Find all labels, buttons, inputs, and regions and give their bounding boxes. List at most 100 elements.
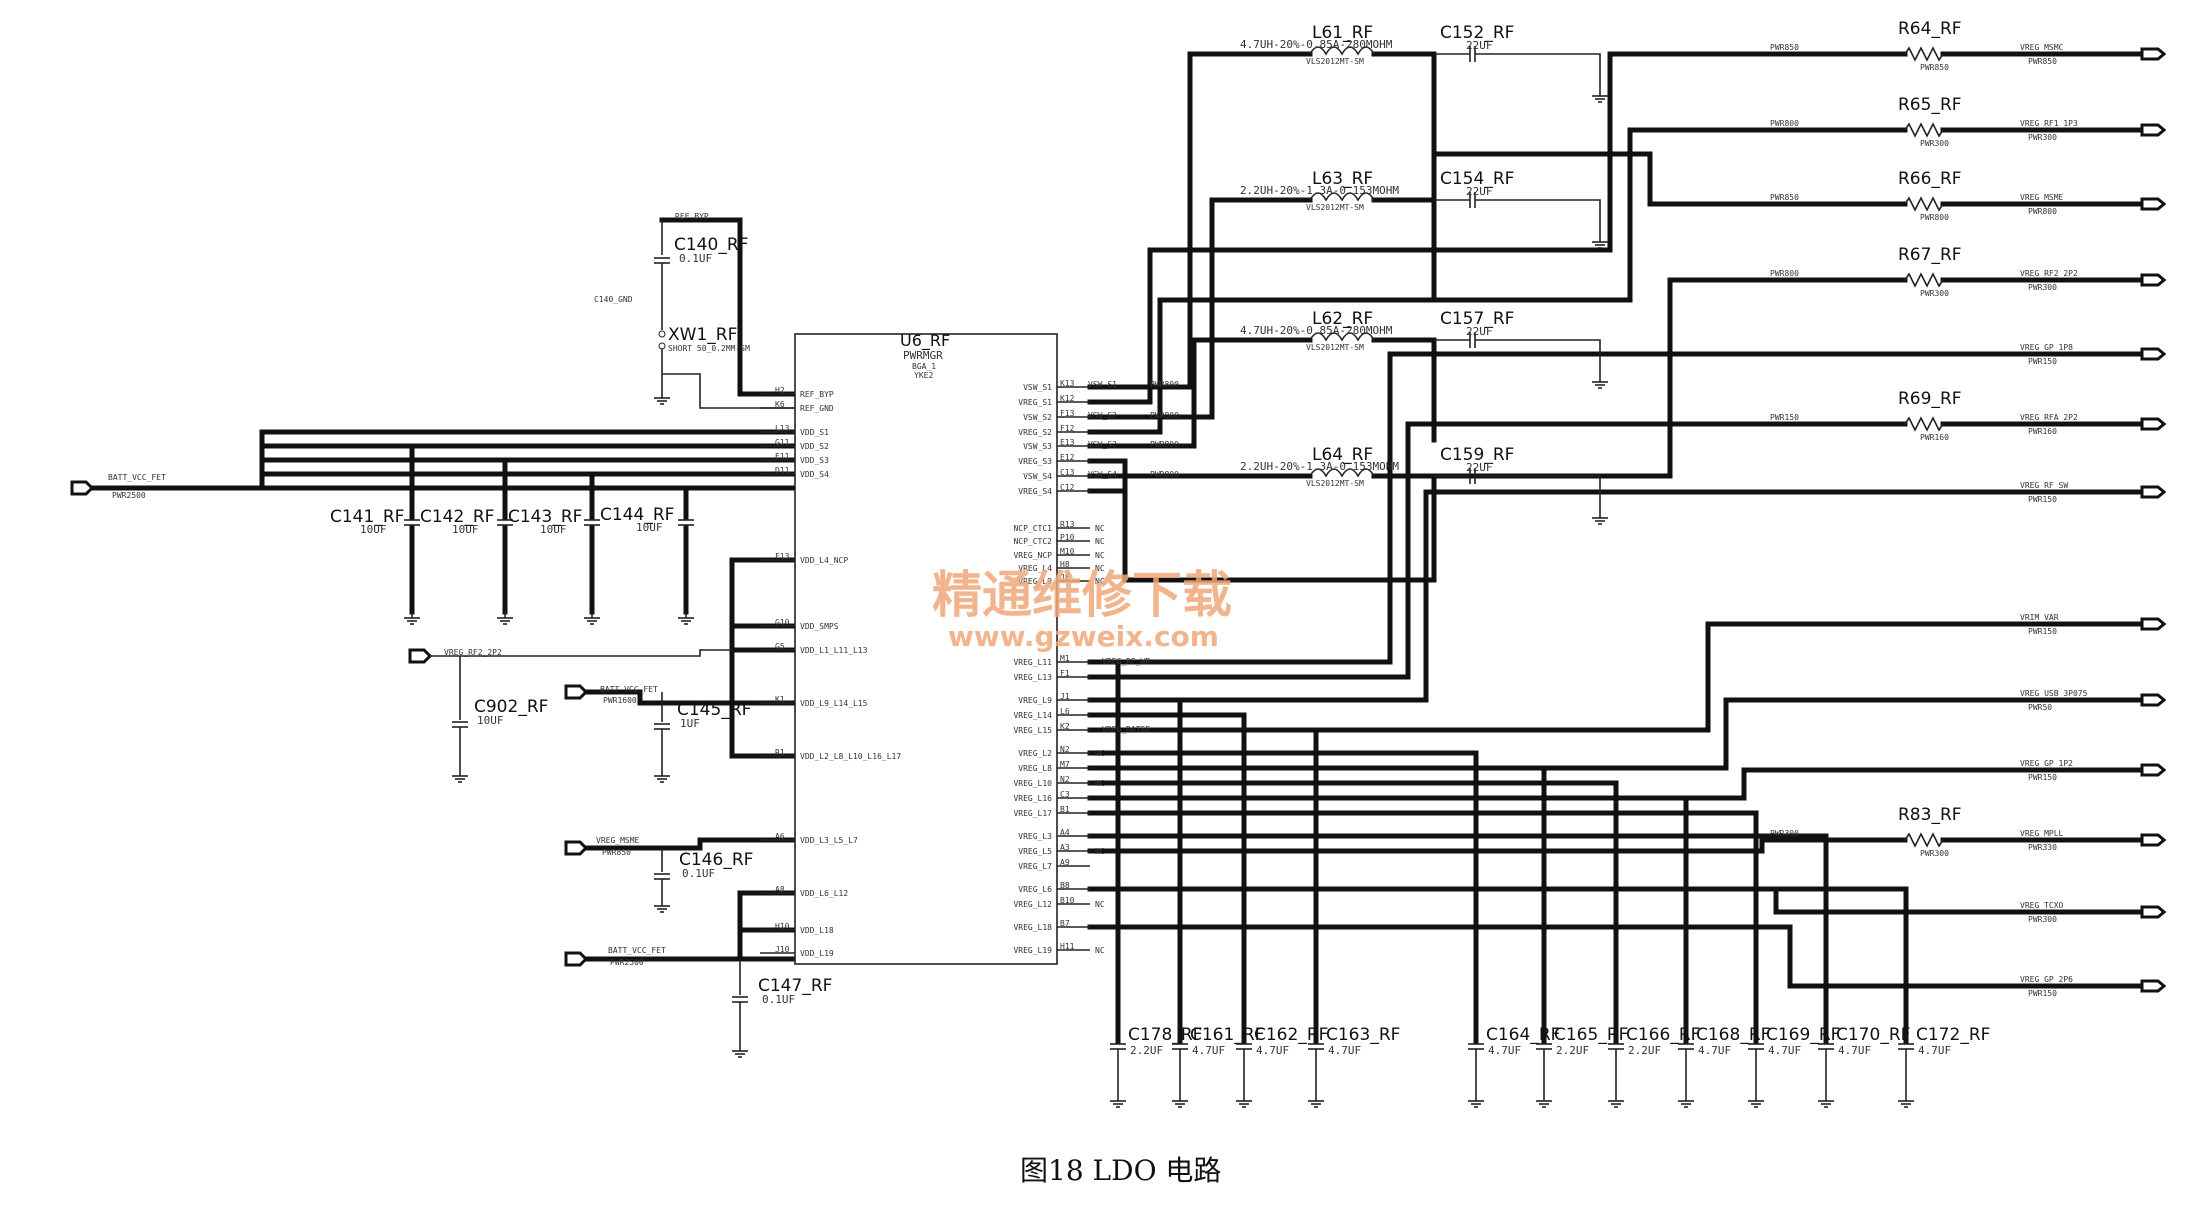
nc-label: NC — [1095, 564, 1105, 573]
ic-left-pin-label: VDD_S3 — [800, 456, 829, 465]
nc-label: NC — [1095, 779, 1105, 788]
ic-left-pin-label: VDD_L1_L11_L13 — [800, 646, 868, 655]
ic-right-pin-label: VREG_L6 — [1018, 885, 1052, 894]
resistor-net-in: PWR150 — [1770, 413, 1799, 422]
ic-left-pin-label: VDD_L19 — [800, 949, 834, 958]
pwr2500-net: PWR2500 — [112, 491, 146, 500]
output-net-name: VREG_MSMC — [2020, 43, 2064, 52]
xw1-terminal — [658, 342, 666, 350]
bottom-cap-value: 4.7UF — [1768, 1044, 1801, 1057]
ic-right-pin-label: VREG_L3 — [1018, 832, 1052, 841]
bottom-cap-symbol — [1172, 1043, 1188, 1050]
output-nets: VREG_MSMCPWR850VREG_RF1_1P3PWR300VREG_MS… — [2020, 43, 2167, 998]
batt-vcc-fet-net-3: BATT_VCC_FET — [608, 946, 666, 955]
ic-right-pin-number: B10 — [1060, 896, 1075, 905]
output-connector — [2140, 417, 2167, 431]
c140-value: 0.1UF — [679, 252, 712, 265]
c142-ref: C142_RF — [420, 507, 494, 527]
ic-left-pin-label: VDD_S4 — [800, 470, 829, 479]
bottom-cap-symbol — [1536, 1043, 1552, 1050]
c145-ref: C145_RF — [677, 700, 751, 720]
bottom-cap-symbol — [1236, 1043, 1252, 1050]
ic-left-pin-number: G11 — [775, 438, 790, 447]
bottom-cap-value: 2.2UF — [1130, 1044, 1163, 1057]
batt3-connector — [564, 951, 589, 967]
bottom-cap-ref: C162_RF — [1254, 1025, 1328, 1045]
bottom-cap-value: 4.7UF — [1328, 1044, 1361, 1057]
ic-right-pin-number: K12 — [1060, 394, 1075, 403]
inductor-part: VLS2012MT-SM — [1306, 203, 1364, 212]
vsw-s4-label: VSW_S4 — [1088, 470, 1117, 479]
inductor-value: 2.2UH-20%-1.3A-0.153MOHM — [1240, 184, 1399, 197]
c146-value: 0.1UF — [682, 867, 715, 880]
bottom-cap-ref: C170_RF — [1836, 1025, 1910, 1045]
ic-right-pin-number: A9 — [1060, 858, 1070, 867]
nc-label: NC — [1095, 551, 1105, 560]
c140-gnd-net: C140_GND — [594, 295, 633, 304]
bottom-cap-symbol — [1308, 1043, 1324, 1050]
output-resistors: R64_RFPWR850PWR850R65_RFPWR800PWR300R66_… — [1770, 19, 1962, 858]
resistor-zigzag — [1904, 122, 1944, 138]
vreg-l13-label: VREG_RF_WP — [1102, 657, 1150, 666]
inductor-part: VLS2012MT-SM — [1306, 479, 1364, 488]
bottom-cap-ref: C178_RF — [1128, 1025, 1202, 1045]
ground-symbol — [1818, 1095, 1834, 1108]
buck-cap-ref: C154_RF — [1440, 169, 1514, 189]
ref-byp-net: REF_BYP — [675, 212, 709, 221]
ground-symbol — [584, 612, 600, 625]
ic-right-pin-number: N2 — [1060, 745, 1070, 754]
ic-left-pin-label: VDD_S2 — [800, 442, 829, 451]
ic-right-pin-label: VREG_L18 — [1013, 923, 1052, 932]
batt2-wire — [583, 689, 735, 706]
ground-symbol — [1748, 1095, 1764, 1108]
ic-left-pin-number: L13 — [775, 424, 790, 433]
inductor-part: VLS2012MT-SM — [1306, 343, 1364, 352]
ic-right-pin-number: P10 — [1060, 533, 1075, 542]
bottom-cap-ref: C163_RF — [1326, 1025, 1400, 1045]
c902-symbol — [452, 721, 468, 728]
ic-u6: U6_RF PWRMGR BGA_1 YKE2 — [794, 331, 1058, 965]
c147-value: 0.1UF — [762, 993, 795, 1006]
bottom-cap-symbol — [1678, 1043, 1694, 1050]
resistor-pwr: PWR300 — [1920, 289, 1949, 298]
ground-symbol — [1678, 1095, 1694, 1108]
inductor-coil — [1309, 192, 1375, 202]
output-connector — [2140, 197, 2167, 211]
ground-symbol — [654, 770, 670, 783]
output-connector — [2140, 123, 2167, 137]
nc-label: NC — [1095, 524, 1105, 533]
resistor-zigzag — [1904, 416, 1944, 432]
inductor-ref: L63_RF — [1312, 169, 1373, 189]
output-pwr-label: PWR150 — [2028, 773, 2057, 782]
output-pwr-label: PWR150 — [2028, 357, 2057, 366]
ic-right-pin-label: NCP_CTC1 — [1013, 524, 1052, 533]
ic-ref: U6_RF — [900, 331, 950, 351]
output-net-name: VREG_RF1_1P3 — [2020, 119, 2078, 128]
bottom-cap-value: 4.7UF — [1488, 1044, 1521, 1057]
ic-right-pin-label: VREG_L8 — [1018, 764, 1052, 773]
ic-left-pin-label: REF_BYP — [800, 390, 834, 399]
watermark-cn: 精通维修下载 — [932, 566, 1232, 624]
c146-symbol — [654, 873, 670, 880]
output-net-name: VREG_GP_2P6 — [2020, 975, 2073, 984]
buck-cap-symbol — [1469, 192, 1476, 208]
bottom-cap-value: 4.7UF — [1256, 1044, 1289, 1057]
output-connector — [2140, 273, 2167, 287]
ground-symbol — [1592, 512, 1608, 525]
ic-right-pin-number: H8 — [1060, 560, 1070, 569]
ic-right-pin-label: VREG_L4 — [1018, 564, 1052, 573]
ic-right-pin-number: E12 — [1060, 453, 1075, 462]
switch-node-labels: VSW_S1 PWR800 VSW_S2 PWR800 VSW_S3 PWR80… — [1088, 380, 1179, 734]
ic-left-pin-number: G5 — [775, 642, 785, 651]
c141-value: 10UF — [360, 523, 387, 536]
pwr800-label-3: PWR800 — [1150, 440, 1179, 449]
bottom-cap-symbol — [1748, 1043, 1764, 1050]
bottom-cap-value: 4.7UF — [1192, 1044, 1225, 1057]
ic-left-pin-label: VDD_SMPS — [800, 622, 839, 631]
buck-cap-gnd — [1475, 475, 1601, 512]
ic-right-pin-label: VSW_S1 — [1023, 383, 1052, 392]
ground-symbol — [1592, 236, 1608, 249]
ic-left-pin-number: A8 — [775, 885, 785, 894]
bottom-cap-symbol — [1818, 1043, 1834, 1050]
